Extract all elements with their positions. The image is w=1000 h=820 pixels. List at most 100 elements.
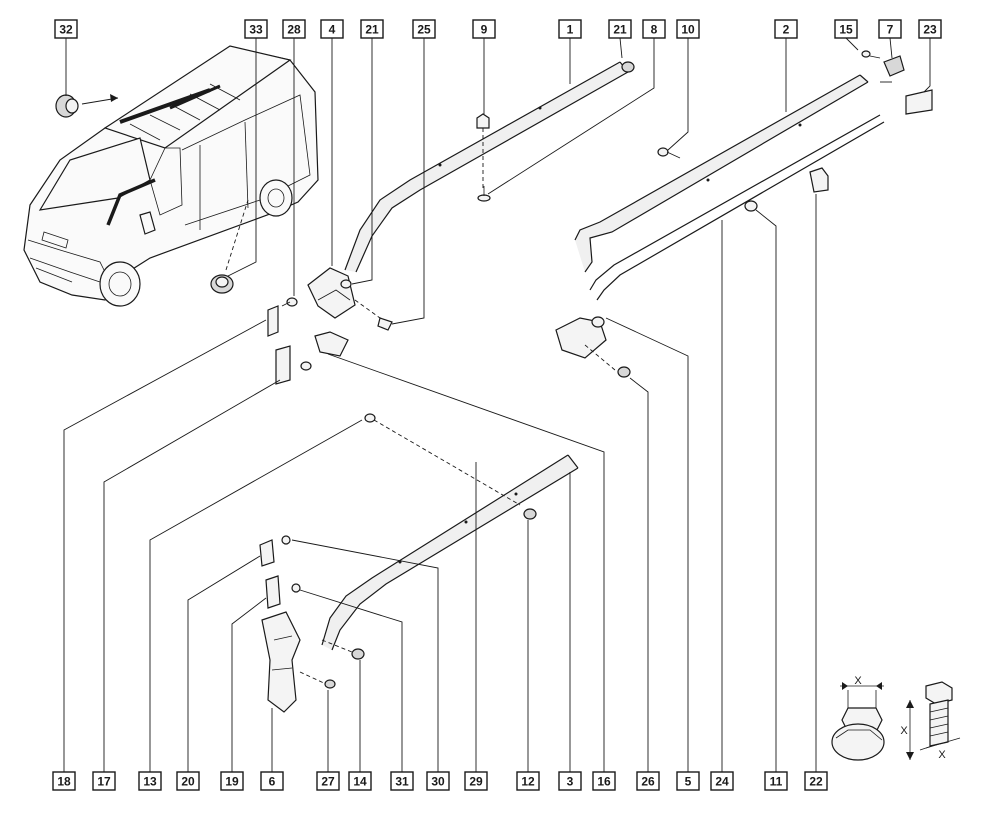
nut-dimension-symbol: X [831, 675, 885, 761]
part-5-bracket [555, 316, 616, 371]
callout-box [52, 771, 76, 791]
bottom-callout-18: 18 [52, 771, 76, 791]
callout-number: 21 [365, 23, 379, 37]
callout-number: 31 [395, 775, 409, 789]
callout-number: 7 [887, 23, 894, 37]
top-callout-21: 21 [360, 19, 384, 39]
callout-box [676, 19, 700, 39]
part-9-nut [476, 113, 490, 190]
part-29-bolt [364, 413, 521, 506]
callout-number: 32 [59, 23, 73, 37]
bottom-callout-11: 11 [764, 771, 788, 791]
callout-box [804, 771, 828, 791]
bottom-callout-26: 26 [636, 771, 660, 791]
part-17-bracket [275, 345, 312, 385]
part-4-bracket [307, 267, 356, 319]
part-26-bolt [617, 366, 631, 378]
callout-box [348, 771, 372, 791]
callout-number: 22 [809, 775, 823, 789]
callout-number: 17 [97, 775, 111, 789]
bottom-callout-19: 19 [220, 771, 244, 791]
part-18-bracket [267, 305, 279, 337]
callout-number: 24 [715, 775, 729, 789]
callout-box [710, 771, 734, 791]
part-28-bolt [281, 297, 298, 307]
bolt-dimension-symbol: X X [900, 681, 961, 761]
top-callout-2: 2 [774, 19, 798, 39]
bottom-callout-6: 6 [260, 771, 284, 791]
part-22-cap [809, 167, 829, 193]
part-21-end-cap-top [621, 61, 635, 73]
callout-number: 19 [225, 775, 239, 789]
part-25-bolt [354, 299, 393, 331]
top-callout-21: 21 [608, 19, 632, 39]
callout-box [464, 771, 488, 791]
callout-box [592, 771, 616, 791]
bottom-callout-14: 14 [348, 771, 372, 791]
top-callout-25: 25 [412, 19, 436, 39]
callout-number: 27 [321, 775, 335, 789]
callout-number: 30 [431, 775, 445, 789]
callout-number: 23 [923, 23, 937, 37]
callout-number: 5 [685, 775, 692, 789]
bolt-length-label: X [900, 725, 908, 737]
top-callout-4: 4 [320, 19, 344, 39]
callout-box [390, 771, 414, 791]
callout-box [472, 19, 496, 39]
roof-rail-rear [574, 74, 885, 301]
callout-number: 16 [597, 775, 611, 789]
callout-box [918, 19, 942, 39]
roof-rail-lower [321, 454, 579, 651]
part-15-bolt [861, 50, 881, 59]
callout-number: 25 [417, 23, 431, 37]
callout-box [176, 771, 200, 791]
bolt-diameter-label: X [938, 749, 946, 761]
callout-box [92, 771, 116, 791]
bottom-callout-27: 27 [316, 771, 340, 791]
callout-number: 29 [469, 775, 483, 789]
callout-number: 26 [641, 775, 655, 789]
top-callout-8: 8 [642, 19, 666, 39]
callout-box [636, 771, 660, 791]
callout-number: 18 [57, 775, 71, 789]
callouts-bottom: 18 17 13 20 19 6 27 14 31 30 29 12 3 16 26 5 24 11 22 [52, 771, 828, 791]
callout-box [316, 771, 340, 791]
callout-box [558, 771, 582, 791]
callout-number: 1 [567, 23, 574, 37]
callout-number: 6 [269, 775, 276, 789]
bottom-callout-3: 3 [558, 771, 582, 791]
callout-box [244, 19, 268, 39]
callout-number: 12 [521, 775, 535, 789]
top-callout-7: 7 [878, 19, 902, 39]
part-23-pad [905, 89, 933, 115]
callout-box [282, 19, 306, 39]
bottom-callout-13: 13 [138, 771, 162, 791]
bottom-callout-20: 20 [176, 771, 200, 791]
callout-number: 20 [181, 775, 195, 789]
callout-number: 2 [783, 23, 790, 37]
callout-number: 33 [249, 23, 263, 37]
top-callout-9: 9 [472, 19, 496, 39]
callout-box [516, 771, 540, 791]
callout-number: 14 [353, 775, 367, 789]
part-11-nut [744, 200, 758, 212]
part-19-bracket [265, 575, 301, 609]
part-14-bolt [321, 639, 365, 660]
part-7-clip [880, 55, 905, 83]
bottom-callout-29: 29 [464, 771, 488, 791]
callout-box [878, 19, 902, 39]
bottom-callout-17: 17 [92, 771, 116, 791]
bottom-callout-16: 16 [592, 771, 616, 791]
callout-box [764, 771, 788, 791]
top-callout-23: 23 [918, 19, 942, 39]
bottom-callout-30: 30 [426, 771, 450, 791]
part-8-bolt [477, 186, 491, 202]
callout-number: 15 [839, 23, 853, 37]
callout-box [54, 19, 78, 39]
bottom-callout-31: 31 [390, 771, 414, 791]
callout-box [412, 19, 436, 39]
part-16-bracket [314, 331, 349, 357]
part-20-bracket [259, 535, 291, 567]
